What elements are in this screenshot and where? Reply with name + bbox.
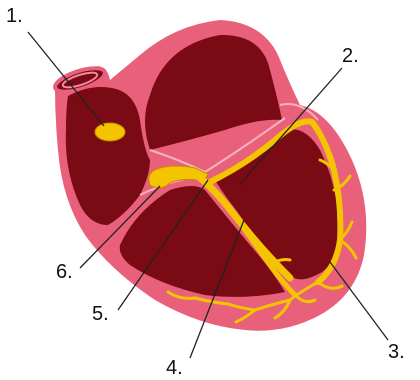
label-4: 4. — [166, 357, 183, 379]
label-3: 3. — [388, 341, 405, 363]
label-6: 6. — [56, 261, 73, 283]
label-1: 1. — [6, 5, 23, 27]
sa-node — [95, 123, 125, 141]
label-2: 2. — [342, 45, 359, 67]
label-5: 5. — [92, 303, 109, 325]
